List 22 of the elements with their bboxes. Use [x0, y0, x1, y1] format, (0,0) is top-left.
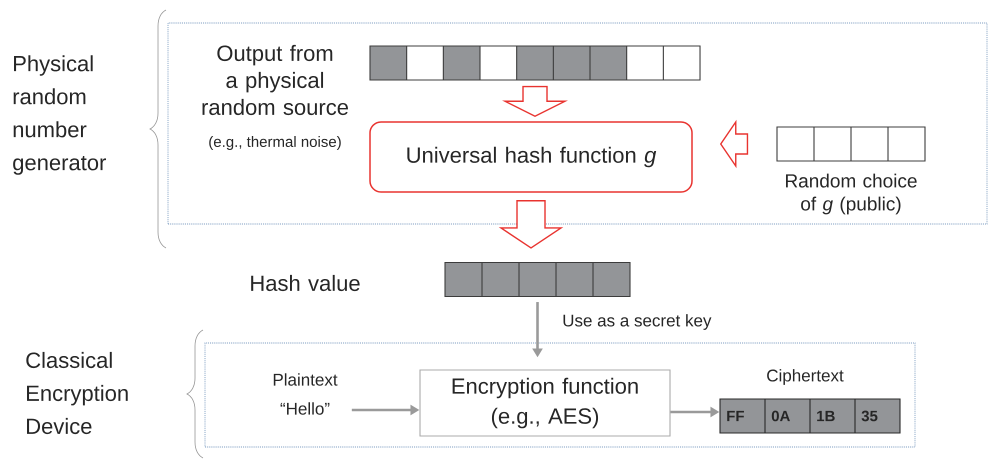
cell-row	[444, 262, 631, 298]
process-box: Encryption function (e.g., AES)	[419, 369, 671, 437]
input-text: Plaintext “Hello”	[274, 373, 338, 415]
block-arrow	[720, 120, 748, 168]
byte-row: FF 0A 1B 35	[719, 398, 901, 434]
group-label: Physical random number generator	[13, 55, 106, 175]
caption-text: Hash value	[251, 274, 360, 292]
block-arrow	[498, 200, 564, 249]
node-label: 1B	[817, 410, 835, 422]
cell-row	[776, 126, 926, 162]
node-label: 35	[862, 410, 878, 422]
node-label: 0A	[772, 410, 790, 422]
block-arrow	[502, 86, 568, 118]
process-box: Universal hash function g	[369, 121, 693, 193]
node-label: FF	[727, 410, 744, 422]
caption-text: Random choice of g (public)	[786, 174, 917, 214]
group-label: Classical Encryption Device	[26, 352, 128, 434]
cell-row	[369, 45, 701, 81]
edge-label: Use as a secret key	[560, 312, 714, 332]
note-text: (e.g., thermal noise)	[209, 136, 341, 150]
row-heading: Ciphertext	[767, 369, 844, 385]
caption-text: Output from a physical random source	[202, 44, 348, 116]
